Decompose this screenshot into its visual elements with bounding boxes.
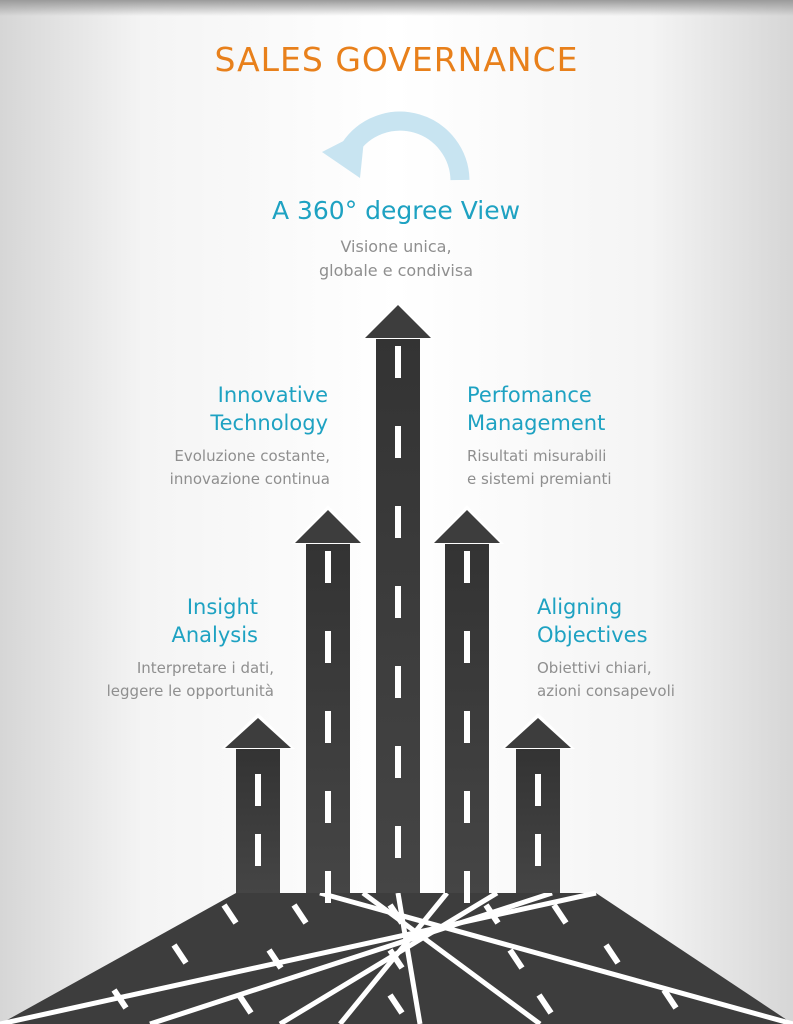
lane-dash	[325, 631, 331, 663]
lane-dash	[464, 791, 470, 823]
lane-dash	[395, 746, 401, 778]
aligning-objectives-heading: Aligning Objectives	[537, 595, 648, 647]
lane-dash	[325, 871, 331, 903]
road-arrows	[221, 300, 575, 903]
lane-dash	[464, 711, 470, 743]
lane-dash	[255, 834, 261, 866]
lane-dash	[535, 834, 541, 866]
top-shadow	[0, 0, 793, 16]
performance-management-heading: Perfomance Management	[467, 383, 606, 435]
lane-dash	[325, 791, 331, 823]
ground-lane-mark	[387, 903, 405, 925]
arrow-head	[505, 718, 571, 748]
road-divider	[278, 890, 499, 1024]
ground-lane-mark	[507, 948, 525, 970]
lane-dash	[395, 586, 401, 618]
performance-management-arrow	[430, 505, 504, 903]
arrow-head	[365, 305, 431, 338]
lane-dash	[464, 871, 470, 903]
innovative-technology-arrow	[291, 505, 365, 903]
lane-dash	[255, 774, 261, 806]
arrow-shaft	[236, 748, 280, 893]
performance-management-description: Risultati misurabili e sistemi premianti	[467, 447, 612, 488]
lane-dash	[325, 711, 331, 743]
ground-lane-mark	[536, 993, 554, 1015]
ground-lane-mark	[551, 903, 569, 925]
aligning-objectives-description: Obiettivi chiari, azioni consapevoli	[537, 659, 675, 700]
ground-lane-mark	[291, 903, 309, 925]
lane-dash	[464, 551, 470, 583]
road-divider	[0, 890, 597, 1024]
lane-dash	[395, 826, 401, 858]
ground-lane-mark	[661, 988, 679, 1010]
aligning-objectives-arrow	[501, 713, 575, 893]
lane-dash	[395, 666, 401, 698]
arrow-shaft	[516, 748, 560, 893]
ground-lane-mark	[483, 903, 501, 925]
arrow-head	[295, 510, 361, 543]
road-perspective-ground	[0, 890, 793, 1024]
lane-dash	[325, 551, 331, 583]
insight-analysis-arrow	[221, 713, 295, 893]
ground-lane-mark	[171, 943, 189, 965]
lane-dash	[395, 506, 401, 538]
innovative-technology-description: Evoluzione costante, innovazione continu…	[169, 447, 330, 488]
lane-dash	[464, 631, 470, 663]
lane-dash	[535, 774, 541, 806]
ground-lane-mark	[387, 948, 405, 970]
circular-arrow-icon	[322, 111, 470, 181]
lane-dash	[395, 346, 401, 378]
top-description: Visione unica, globale e condivisa	[318, 237, 474, 280]
ground-lane-mark	[387, 993, 405, 1015]
ground-lane-mark	[266, 948, 284, 970]
ground-lane-mark	[236, 993, 254, 1015]
arrow-head	[434, 510, 500, 543]
ground-lane-mark	[603, 943, 621, 965]
arrow-head	[225, 718, 291, 748]
ground-lane-mark	[111, 988, 129, 1010]
road-divider	[149, 890, 553, 1024]
top-view-arrow	[361, 300, 435, 893]
ground-lane-mark	[221, 903, 239, 925]
page-title: SALES GOVERNANCE	[214, 40, 579, 79]
insight-analysis-heading: Insight Analysis	[171, 595, 258, 647]
lane-dash	[395, 426, 401, 458]
innovative-technology-heading: Innovative Technology	[210, 383, 328, 435]
insight-analysis-description: Interpretare i dati, leggere le opportun…	[106, 659, 274, 700]
top-heading: A 360° degree View	[271, 196, 521, 225]
